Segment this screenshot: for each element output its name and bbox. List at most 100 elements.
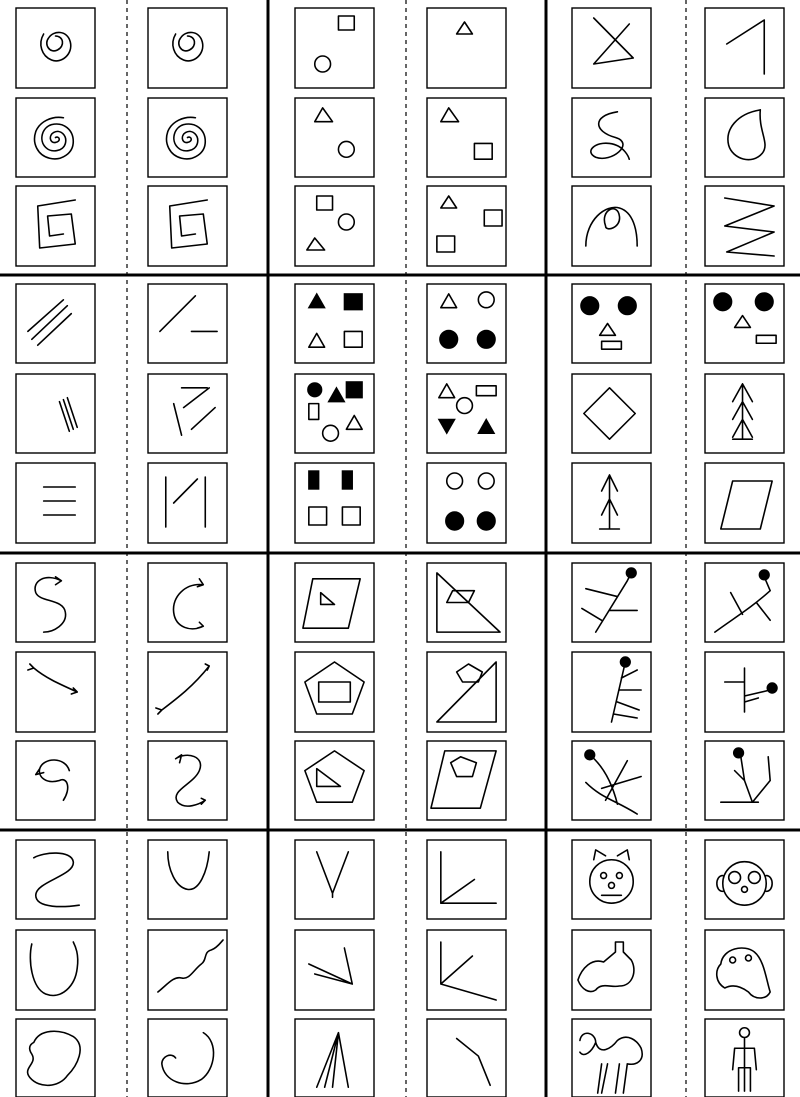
panel-frame [295, 1019, 374, 1097]
panel-frame [427, 930, 506, 1010]
figure-circle [734, 748, 744, 758]
panel-frame [148, 8, 227, 88]
panel-left [16, 186, 95, 266]
panel-right [427, 930, 506, 1010]
panel-left [295, 741, 374, 820]
panel-frame [16, 463, 95, 543]
panel-right [148, 463, 227, 543]
panel-left [572, 563, 651, 642]
panel-left [572, 98, 651, 177]
panel-frame [148, 1019, 227, 1097]
panel-left [16, 563, 95, 642]
figure-circle [581, 297, 599, 315]
panel-left [16, 840, 95, 919]
panel-left [572, 840, 651, 919]
panel-frame [148, 930, 227, 1010]
figure-circle [440, 330, 458, 348]
panel-left [16, 652, 95, 732]
panel-right [148, 98, 227, 177]
panel-frame [572, 840, 651, 919]
panel-frame [16, 284, 95, 363]
panel-frame [427, 8, 506, 88]
panel-right [705, 930, 784, 1010]
panel-frame [148, 652, 227, 732]
panel-left [16, 8, 95, 88]
panel-right [148, 930, 227, 1010]
panel-frame [427, 98, 506, 177]
panel-frame [427, 1019, 506, 1097]
figure-circle [626, 568, 636, 578]
panel-frame [16, 186, 95, 266]
panel-left [16, 463, 95, 543]
panel-right [705, 186, 784, 266]
panel-right [427, 98, 506, 177]
panel-frame [148, 840, 227, 919]
panel-left [295, 463, 374, 543]
panel-left [295, 1019, 374, 1097]
panel-left [295, 563, 374, 642]
panel-frame [427, 284, 506, 363]
panel-left [572, 186, 651, 266]
panel-frame [16, 741, 95, 820]
panel-right [427, 1019, 506, 1097]
panel-frame [295, 840, 374, 919]
panel-frame [572, 741, 651, 820]
panel-frame [705, 463, 784, 543]
panel-right [427, 374, 506, 453]
figure-circle [446, 512, 464, 530]
panel-left [572, 1019, 651, 1097]
panel-frame [295, 98, 374, 177]
panel-frame [572, 98, 651, 177]
panel-left [295, 8, 374, 88]
panel-frame [295, 463, 374, 543]
panel-frame [295, 652, 374, 732]
panel-frame [427, 840, 506, 919]
panel-left [16, 374, 95, 453]
panel-left [295, 186, 374, 266]
panel-frame [148, 463, 227, 543]
panel-left [572, 284, 651, 363]
panel-frame [295, 8, 374, 88]
panel-left [16, 741, 95, 820]
panel-frame [295, 186, 374, 266]
panel-right [148, 374, 227, 453]
figure-circle [714, 293, 732, 311]
panel-left [572, 374, 651, 453]
panel-right [148, 1019, 227, 1097]
panel-right [705, 840, 784, 919]
panel-left [16, 1019, 95, 1097]
panel-right [148, 563, 227, 642]
panel-right [148, 284, 227, 363]
panel-left [295, 284, 374, 363]
panel-left [295, 374, 374, 453]
panel-frame [572, 284, 651, 363]
figure-circle [477, 330, 495, 348]
panel-frame [572, 8, 651, 88]
panel-right [148, 741, 227, 820]
panel-frame [148, 563, 227, 642]
panel-frame [16, 374, 95, 453]
figure-circle [755, 293, 773, 311]
figure-circle [618, 297, 636, 315]
figure-circle [759, 570, 769, 580]
panel-frame [705, 8, 784, 88]
panel-right [427, 284, 506, 363]
figure-circle [477, 512, 495, 530]
figure-circle [308, 383, 322, 397]
panel-frame [148, 741, 227, 820]
panel-frame [295, 741, 374, 820]
panel-left [295, 840, 374, 919]
panel-right [705, 463, 784, 543]
panel-right [148, 186, 227, 266]
panel-left [295, 98, 374, 177]
figure-circle [767, 683, 777, 693]
panel-left [572, 8, 651, 88]
panel-frame [16, 8, 95, 88]
panel-left [572, 930, 651, 1010]
panel-left [295, 930, 374, 1010]
panel-right [705, 98, 784, 177]
figure-circle [620, 657, 630, 667]
figure-rect [342, 471, 352, 489]
